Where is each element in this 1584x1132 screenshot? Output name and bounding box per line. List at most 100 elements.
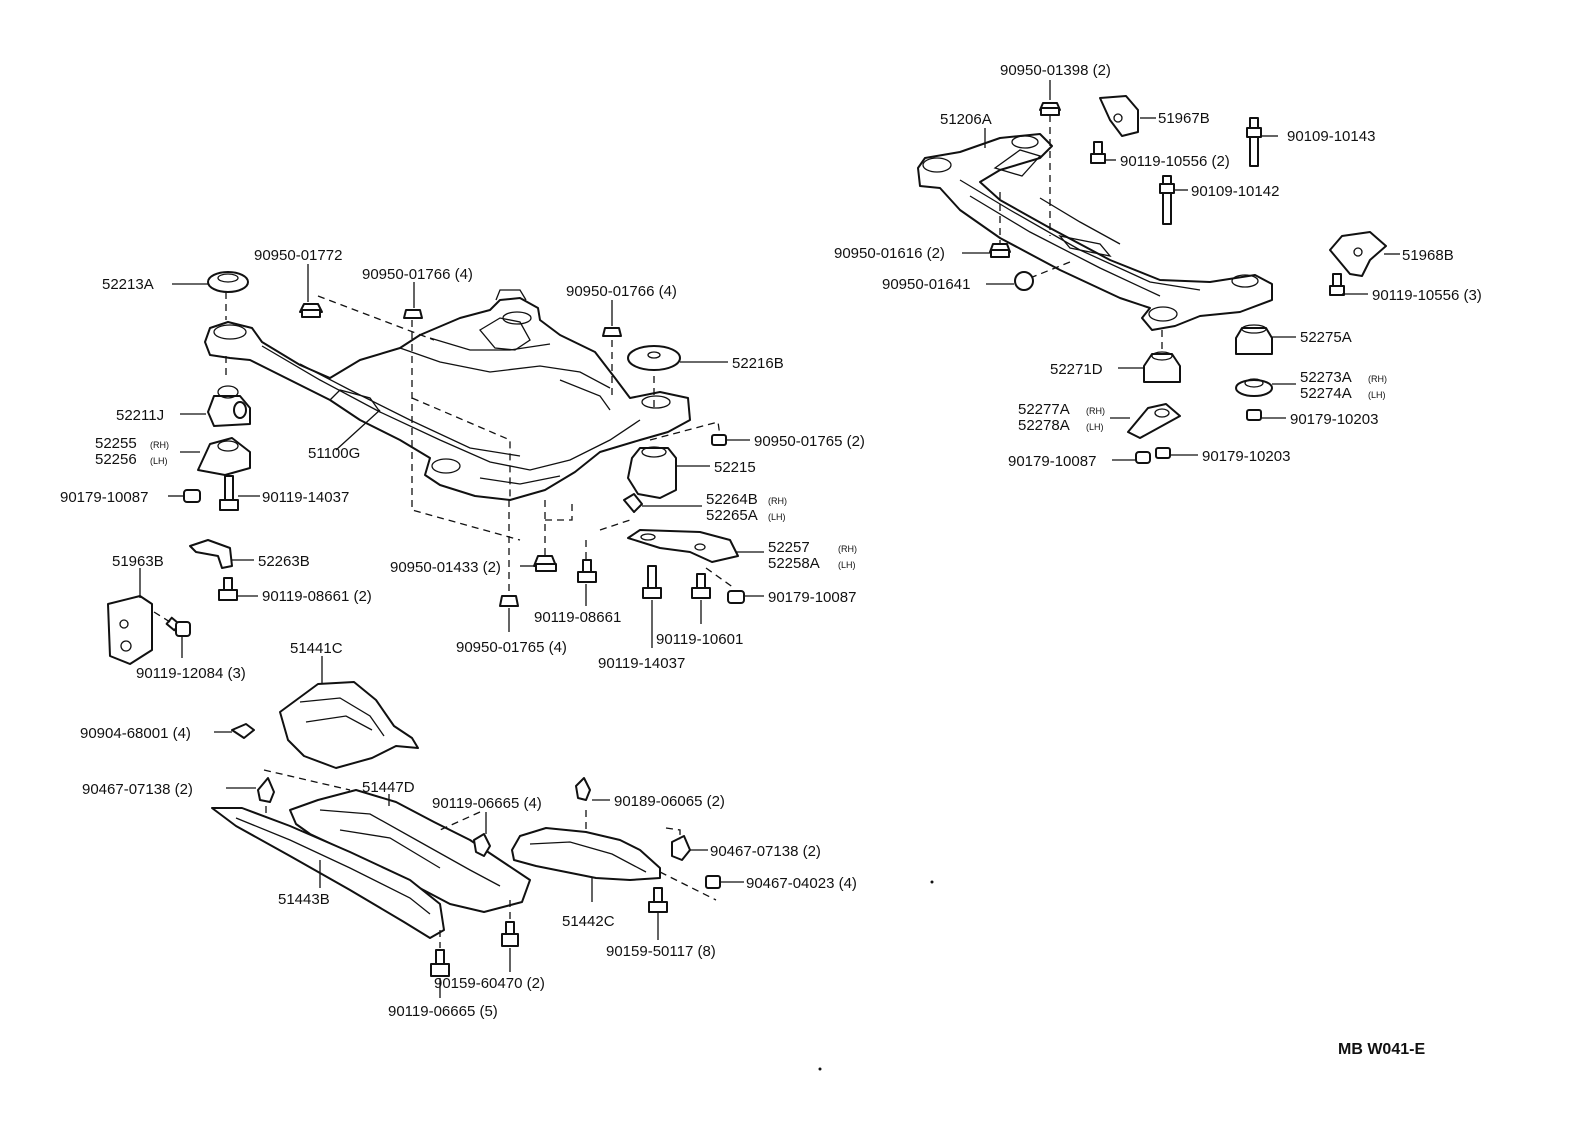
side-lh: (LH) (838, 560, 856, 570)
bracket-icon (627, 529, 739, 563)
nut-icon (1155, 447, 1171, 459)
label-90179-10087-left: 90179-10087 (60, 489, 148, 506)
engine-under-cover-icon (511, 827, 661, 881)
clip-icon (671, 835, 691, 861)
label-52271D: 52271D (1050, 361, 1103, 378)
label-52213A: 52213A (102, 276, 154, 293)
label-52215: 52215 (714, 459, 756, 476)
label-90119-08661-left: 90119-08661 (2) (262, 588, 372, 605)
side-lh: (LH) (1368, 390, 1386, 400)
bolt-icon (218, 577, 238, 601)
side-lh: (LH) (150, 456, 168, 466)
label-90119-10556-2: 90119-10556 (2) (1120, 153, 1230, 170)
bolt-icon (577, 559, 597, 583)
bolt-icon (1329, 273, 1345, 296)
label-51443B: 51443B (278, 891, 330, 908)
label-90467-07138-right: 90467-07138 (2) (710, 843, 821, 860)
label-90119-10601: 90119-10601 (656, 631, 743, 648)
side-rh: (RH) (1368, 374, 1387, 384)
label-90119-08661-mid: 90119-08661 (534, 609, 621, 626)
label-52211J: 52211J (116, 407, 164, 424)
nut-icon (499, 595, 519, 607)
bolt-icon (1246, 117, 1262, 167)
bolt-icon (691, 573, 711, 599)
label-51100G: 51100G (308, 445, 360, 462)
label-90119-14037-mid: 90119-14037 (598, 655, 685, 672)
label-90179-10087-rear: 90179-10087 (1008, 453, 1096, 470)
label-51967B: 51967B (1158, 110, 1210, 127)
label-51441C: 51441C (290, 640, 343, 657)
engine-mount-insulator-icon (1235, 378, 1273, 397)
engine-mount-insulator-icon (1143, 351, 1181, 383)
bracket-icon (623, 493, 643, 513)
label-52274A: 52274A (1300, 385, 1352, 402)
label-90950-01765-2: 90950-01765 (2) (754, 433, 865, 450)
label-90950-01772: 90950-01772 (254, 247, 342, 264)
engine-under-cover-icon (211, 807, 445, 939)
clip-icon (473, 833, 491, 857)
label-52258A: 52258A (768, 555, 820, 572)
label-52256: 52256 (95, 451, 137, 468)
label-51442C: 51442C (562, 913, 615, 930)
front-suspension-crossmember-icon (204, 289, 691, 501)
bolt-icon (165, 616, 191, 637)
label-90189-06065: 90189-06065 (2) (614, 793, 725, 810)
label-90179-10087-mid: 90179-10087 (768, 589, 856, 606)
bolt-icon (642, 565, 662, 599)
engine-mount-insulator-icon (627, 345, 681, 371)
nut-icon (403, 309, 423, 319)
nut-icon (711, 434, 727, 446)
engine-mount-insulator-icon (627, 446, 677, 499)
engine-mount-insulator-icon (1014, 271, 1034, 291)
label-51968B: 51968B (1402, 247, 1454, 264)
side-rh: (RH) (150, 440, 169, 450)
bracket-icon (107, 595, 153, 665)
engine-mount-insulator-icon (207, 271, 249, 293)
nut-icon (989, 243, 1011, 258)
label-90950-01766-right: 90950-01766 (4) (566, 283, 677, 300)
nut-icon (1039, 102, 1061, 116)
clip-icon (257, 777, 275, 803)
label-90950-01766-left: 90950-01766 (4) (362, 266, 473, 283)
label-51206A: 51206A (940, 111, 992, 128)
nut-icon (1135, 451, 1151, 464)
side-rh: (RH) (838, 544, 857, 554)
label-90467-04023: 90467-04023 (4) (746, 875, 857, 892)
label-90904-68001: 90904-68001 (4) (80, 725, 191, 742)
side-rh: (RH) (768, 496, 787, 506)
label-52216B: 52216B (732, 355, 784, 372)
label-90109-10142: 90109-10142 (1191, 183, 1279, 200)
label-90119-10556-3: 90119-10556 (3) (1372, 287, 1482, 304)
label-90159-50117: 90159-50117 (8) (606, 943, 716, 960)
bolt-icon (1090, 141, 1106, 164)
label-90950-01765-4: 90950-01765 (4) (456, 639, 567, 656)
label-52275A: 52275A (1300, 329, 1352, 346)
label-90119-06665-4: 90119-06665 (4) (432, 795, 542, 812)
nut-icon (183, 489, 201, 503)
bracket-icon (1127, 403, 1181, 439)
label-90950-01641: 90950-01641 (882, 276, 970, 293)
nut-icon (727, 590, 745, 604)
label-52264B: 52264B (706, 491, 758, 508)
label-52265A: 52265A (706, 507, 758, 524)
bracket-icon (189, 539, 233, 569)
label-52257: 52257 (768, 539, 810, 556)
label-51447D: 51447D (362, 779, 415, 796)
engine-mount-insulator-icon (1235, 324, 1273, 355)
label-51963B: 51963B (112, 553, 164, 570)
nut-icon (1246, 409, 1262, 421)
label-52278A: 52278A (1018, 417, 1070, 434)
nut-icon (299, 303, 323, 318)
label-90119-12084: 90119-12084 (3) (136, 665, 246, 682)
bolt-icon (648, 887, 668, 913)
label-90950-01398: 90950-01398 (2) (1000, 62, 1111, 79)
label-52273A: 52273A (1300, 369, 1352, 386)
label-52263B: 52263B (258, 553, 310, 570)
label-90467-07138-left: 90467-07138 (2) (82, 781, 193, 798)
label-90109-10143: 90109-10143 (1287, 128, 1375, 145)
label-90179-10203-b: 90179-10203 (1202, 448, 1290, 465)
label-90950-01616: 90950-01616 (2) (834, 245, 945, 262)
engine-under-cover-icon (279, 681, 419, 769)
clip-icon (575, 777, 591, 801)
